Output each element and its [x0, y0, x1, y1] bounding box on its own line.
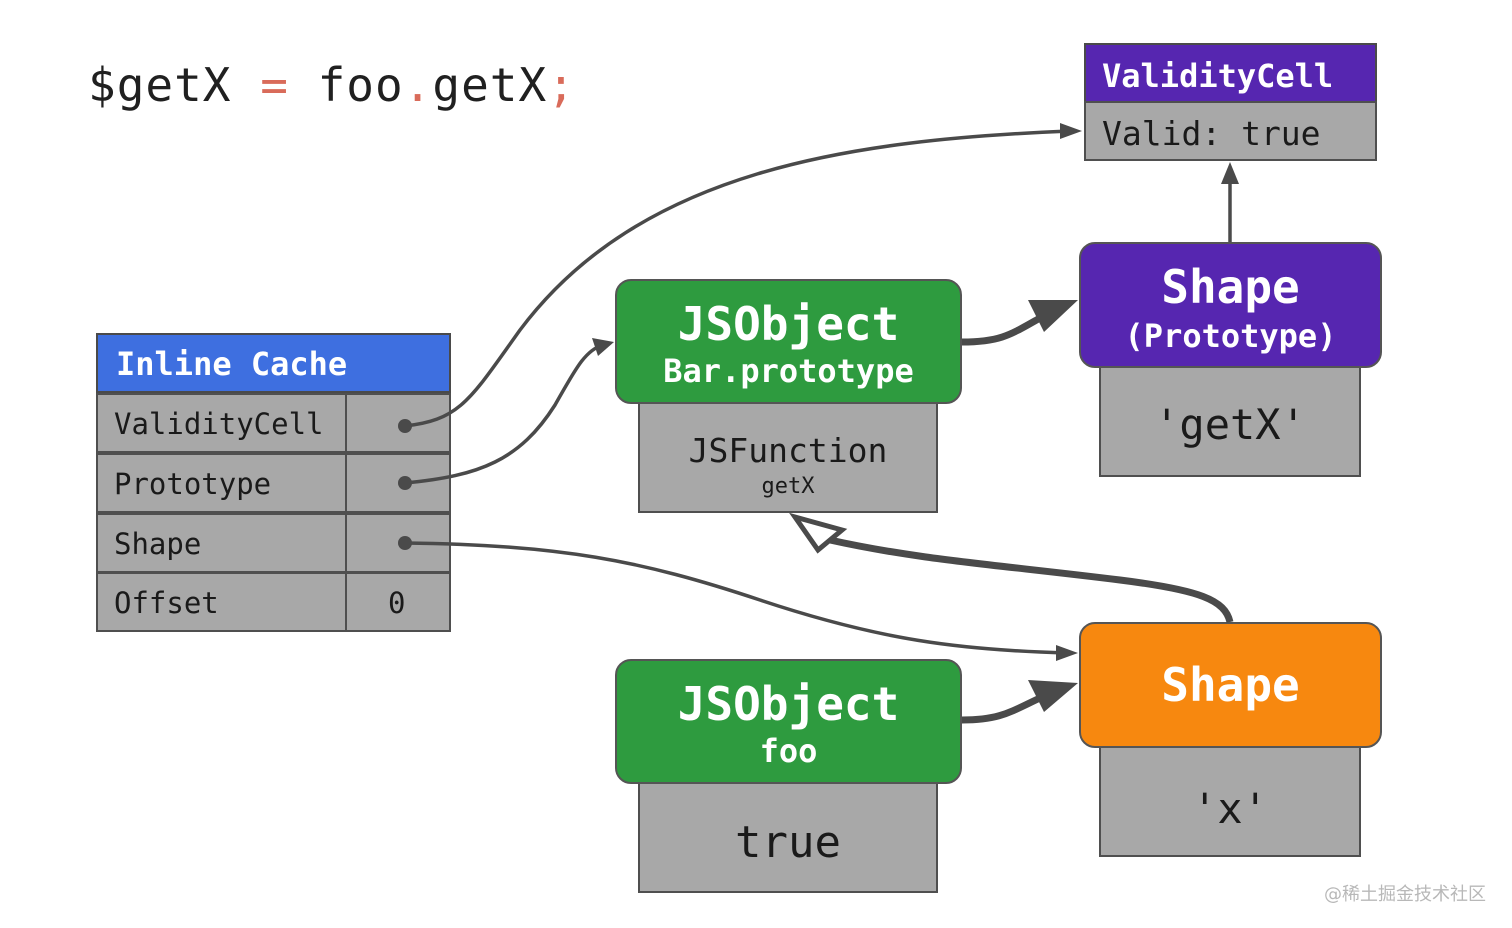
arrowhead-ic-to-shape: [1056, 645, 1078, 661]
arrowhead-shapeproto-to-validitycell: [1221, 162, 1239, 184]
row-label: Prototype: [114, 467, 272, 501]
shape-title: Shape: [1161, 260, 1300, 314]
bar-prototype-object: JSObject Bar.prototype: [615, 279, 962, 404]
row-label: Offset: [114, 586, 219, 620]
code-object: foo: [317, 58, 404, 112]
arrow-ic-to-shape: [404, 541, 1067, 655]
code-statement: $getX = foo.getX;: [88, 58, 576, 112]
object-title: JSObject: [677, 677, 900, 731]
inline-cache-row-validitycell: ValidityCell: [96, 393, 451, 453]
slot-sub-label: getX: [761, 474, 815, 499]
validity-cell-header: ValidityCell: [1084, 43, 1377, 103]
code-semicolon: ;: [547, 58, 576, 112]
cell-divider: [345, 572, 347, 632]
foo-object: JSObject foo: [615, 659, 962, 784]
arrowhead-foo-to-shape: [1028, 680, 1078, 712]
cell-divider: [345, 393, 347, 453]
inline-cache-row-prototype: Prototype: [96, 453, 451, 513]
code-property: getX: [432, 58, 548, 112]
arrowhead-ic-to-validitycell: [1060, 123, 1082, 139]
shape-prototype-box: Shape (Prototype): [1079, 242, 1382, 368]
shape-subtitle: (Prototype): [1124, 317, 1337, 355]
slot-label: true: [735, 817, 841, 868]
code-assign-op: =: [260, 58, 289, 112]
bar-prototype-slot: JSFunction getX: [638, 395, 938, 513]
arrow-shape-to-jsfunction: [829, 536, 1234, 624]
arrow-foo-to-shape: [961, 694, 1042, 724]
shape-prototype-slot: 'getX': [1099, 360, 1361, 477]
row-value: 0: [388, 586, 406, 620]
watermark: @稀土掘金技术社区: [1324, 884, 1486, 905]
shape-slot: 'x': [1099, 740, 1361, 857]
arrow-ic-to-validitycell: [404, 129, 1071, 428]
cell-divider: [345, 453, 347, 513]
row-label: Shape: [114, 527, 202, 561]
inline-cache-header: Inline Cache: [96, 333, 451, 393]
pointer-dot-prototype: [398, 476, 412, 490]
pointer-dot-validitycell: [398, 419, 412, 433]
slot-main-label: JSFunction: [688, 431, 888, 470]
arrowhead-shape-to-jsfunction: [788, 512, 848, 554]
arrow-barprototype-to-shapeproto: [961, 314, 1042, 346]
cell-divider: [345, 513, 347, 573]
row-label: ValidityCell: [114, 407, 324, 441]
code-dot: .: [403, 58, 433, 112]
shape-box: Shape: [1079, 622, 1382, 748]
slot-label: 'getX': [1154, 400, 1306, 449]
pointer-dot-shape: [398, 536, 412, 550]
inline-cache-row-offset: Offset 0: [96, 572, 451, 632]
code-lhs: $getX: [88, 58, 232, 112]
validity-cell-body: Valid: true: [1084, 101, 1377, 161]
shape-title: Shape: [1161, 658, 1300, 712]
object-title: JSObject: [677, 297, 900, 351]
slot-label: 'x': [1192, 784, 1268, 833]
foo-slot: true: [638, 775, 938, 893]
arrowhead-ic-to-barprototype: [592, 338, 614, 356]
arrowhead-barprototype-to-shapeproto: [1028, 300, 1078, 332]
object-subtitle: foo: [759, 732, 818, 770]
object-subtitle: Bar.prototype: [663, 352, 914, 390]
arrow-ic-to-barprototype: [404, 343, 604, 485]
